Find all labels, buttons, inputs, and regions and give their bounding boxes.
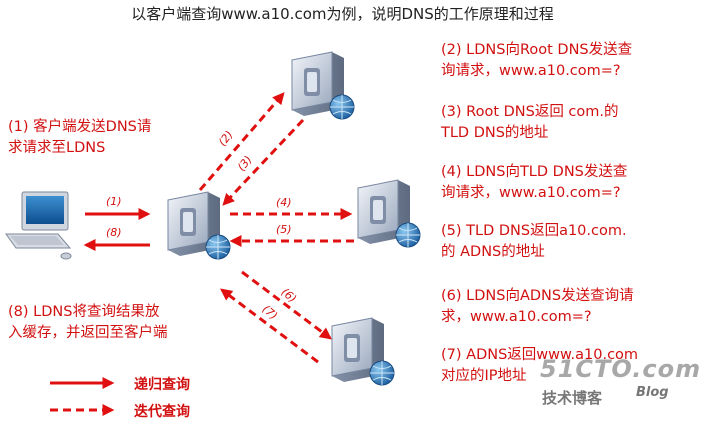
arrow-3-root-to-ldns: [222, 118, 305, 206]
legend-iterative-label: 迭代查询: [134, 404, 190, 420]
note-step-7: (7) ADNS返回www.a10.com 对应的IP地址: [441, 347, 639, 384]
note-step-1: (1) 客户端发送DNS请 求请求至LDNS: [8, 119, 152, 156]
client-computer-icon: [5, 191, 72, 260]
note-step-2: (2) LDNS向Root DNS发送查 询请求，www.a10.com=?: [441, 42, 633, 79]
diagram-title: 以客户端查询www.a10.com为例，说明DNS的工作原理和过程: [131, 5, 554, 23]
arrow-2-ldns-to-root: [198, 92, 285, 191]
arrow-7-adns-to-ldns: [220, 288, 319, 364]
watermark-cn: 技术博客: [542, 389, 603, 407]
arrow-label-4: (4): [276, 196, 292, 209]
dns-diagram: [5, 51, 421, 416]
tld-dns-server-icon: [357, 179, 421, 248]
root-dns-server-icon: [291, 51, 355, 120]
note-step-8: (8) LDNS将查询结果放 入缓存，并返回至客户端: [8, 304, 168, 341]
note-step-6: (6) LDNS向ADNS发送查询请 求，www.a10.com=?: [441, 288, 634, 325]
arrow-label-1: (1): [106, 195, 122, 208]
arrow-label-5: (5): [276, 223, 292, 236]
note-step-3: (3) Root DNS返回 com.的 TLD DNS的地址: [441, 104, 619, 141]
adns-server-icon: [331, 317, 395, 386]
arrow-6-ldns-to-adns: [241, 270, 332, 340]
watermark-main: 51CTO.com: [540, 355, 701, 383]
note-step-5: (5) TLD DNS返回a10.com. 的 ADNS的地址: [441, 223, 627, 260]
ldns-server-icon: [167, 191, 231, 260]
legend-recursive-label: 递归查询: [134, 377, 190, 393]
watermark-blog: Blog: [636, 385, 669, 400]
note-step-4: (4) LDNS向TLD DNS发送查 询请求，www.a10.com=?: [441, 164, 628, 201]
arrow-label-8: (8): [106, 226, 122, 239]
watermark: 51CTO.com 技术博客 Blog: [540, 355, 700, 417]
